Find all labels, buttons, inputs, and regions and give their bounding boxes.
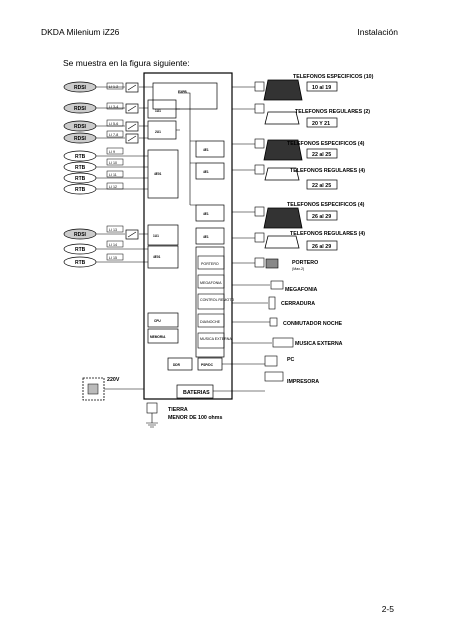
svg-text:4E1: 4E1 (203, 235, 209, 239)
range-label: 20 Y 21 (312, 121, 330, 127)
svg-text:LI 12: LI 12 (109, 185, 117, 189)
line-oval: RDSI (63, 120, 97, 132)
svg-text:PSP/DC: PSP/DC (201, 363, 214, 367)
line-oval: RTB (63, 256, 97, 268)
lock-icon (268, 296, 276, 310)
phone-icon (263, 207, 303, 229)
pc-icon (264, 355, 278, 367)
svg-text:RTB: RTB (75, 154, 86, 160)
conmutador-label: CONMUTADOR NOCHE (283, 321, 343, 327)
megafonia-label: MEGAFONIA (285, 287, 318, 293)
line-oval: RDSI (63, 132, 97, 144)
svg-text:EXPB: EXPB (178, 90, 187, 94)
intro-text: Se muestra en la figura siguiente: (63, 58, 190, 68)
svg-text:4E1: 4E1 (203, 170, 209, 174)
svg-text:CPU: CPU (154, 319, 161, 323)
svg-text:2U1: 2U1 (155, 130, 161, 134)
phone-icon (263, 139, 303, 161)
group-title: TELEFONOS ESPECIFICOS (4) (287, 141, 365, 147)
range-label: 26 al 29 (312, 244, 331, 250)
svg-text:1U1: 1U1 (155, 109, 161, 113)
phone-icon (263, 79, 303, 101)
musica-label: MUSICA EXTERNA (295, 341, 343, 347)
group-title: TELEFONOS REGULARES (4) (290, 168, 365, 174)
box-megafonia: MEGAFONIA (200, 281, 222, 285)
line-oval: RTB (63, 183, 97, 195)
phone-icon (264, 167, 300, 181)
svg-text:4E01: 4E01 (154, 172, 162, 176)
main-cabinet (143, 72, 233, 400)
pc-label: PC (287, 357, 295, 363)
svg-text:4E01: 4E01 (153, 255, 161, 259)
group-title: TELEFONOS ESPECIFICOS (4) (287, 202, 365, 208)
svg-text:LI 10: LI 10 (109, 161, 117, 165)
svg-text:RTB: RTB (75, 176, 86, 182)
svg-text:LI 13: LI 13 (109, 228, 117, 232)
svg-text:LI 14: LI 14 (109, 243, 117, 247)
line-oval: RDSI (63, 102, 97, 114)
portero-label: PORTERO (292, 260, 318, 266)
range-label: 22 al 25 (312, 183, 331, 189)
ground-icon (146, 402, 158, 414)
svg-text:DDR: DDR (173, 363, 181, 367)
phone-icon (264, 111, 300, 125)
printer-label: IMPRESORA (287, 379, 319, 385)
box-control-remoto: CONTROL REMOTO (200, 298, 234, 302)
speaker-icon (270, 280, 284, 290)
switch-icon (269, 317, 278, 327)
svg-text:4E1: 4E1 (203, 148, 209, 152)
group-title: TELEFONOS ESPECIFICOS (10) (293, 74, 374, 80)
range-label: 22 al 25 (312, 152, 331, 158)
range-label: 10 al 19 (312, 85, 331, 91)
line-oval: RDSI (63, 228, 97, 240)
svg-text:RTB: RTB (75, 165, 86, 171)
svg-text:LI 1-2: LI 1-2 (109, 85, 118, 89)
svg-text:RTB: RTB (75, 187, 86, 193)
svg-text:LI 15: LI 15 (109, 256, 117, 260)
line-oval: RTB (63, 243, 97, 255)
ground-note: MENOR DE 100 ohms (168, 415, 223, 421)
box-portero: PORTERO (201, 262, 219, 266)
svg-text:MEMORIA: MEMORIA (150, 335, 166, 339)
box-dia-noche: DIA/NOCHE (200, 320, 221, 324)
svg-text:4E1: 4E1 (203, 212, 209, 216)
svg-text:LI 11: LI 11 (109, 173, 117, 177)
svg-text:RDSI: RDSI (74, 124, 87, 130)
ground-label: TIERRA (168, 407, 188, 413)
line-oval: RTB (63, 172, 97, 184)
group-title: TELEFONOS REGULARES (4) (290, 231, 365, 237)
header-right: Instalación (357, 27, 398, 37)
svg-text:LI 3-4: LI 3-4 (109, 105, 118, 109)
phone-icon (264, 235, 300, 249)
cerradura-label: CERRADURA (281, 301, 315, 307)
header-left: DKDA Milenium iZ26 (41, 27, 120, 37)
line-oval: RDSI (63, 81, 97, 93)
svg-text:1U1: 1U1 (153, 234, 159, 238)
svg-text:RDSI: RDSI (74, 232, 87, 238)
svg-text:LI 7-8: LI 7-8 (109, 133, 118, 137)
line-oval: RTB (63, 161, 97, 173)
intercom-icon (265, 258, 279, 269)
svg-text:(Max.2): (Max.2) (292, 267, 304, 271)
music-player-icon (272, 337, 294, 348)
group-title: TELEFONOS REGULARES (2) (295, 109, 370, 115)
battery-label: BATERIAS (183, 390, 210, 396)
svg-text:RDSI: RDSI (74, 136, 87, 142)
svg-text:RDSI: RDSI (74, 85, 87, 91)
svg-text:LI 9: LI 9 (109, 150, 115, 154)
range-label: 26 al 29 (312, 214, 331, 220)
svg-text:RDSI: RDSI (74, 106, 87, 112)
power-label: 220V (107, 377, 120, 383)
svg-text:RTB: RTB (75, 247, 86, 253)
line-oval: RTB (63, 150, 97, 162)
printer-icon (264, 371, 284, 382)
left-lines-group: RDSI RDSI RDSI RDSI RTB RTB RTB RTB RDSI… (63, 81, 97, 268)
page-number: 2-5 (381, 604, 394, 614)
box-musica-externa: MUSICA EXTERNA (200, 337, 232, 341)
svg-text:RTB: RTB (75, 260, 86, 266)
svg-text:LI 5-6: LI 5-6 (109, 122, 118, 126)
